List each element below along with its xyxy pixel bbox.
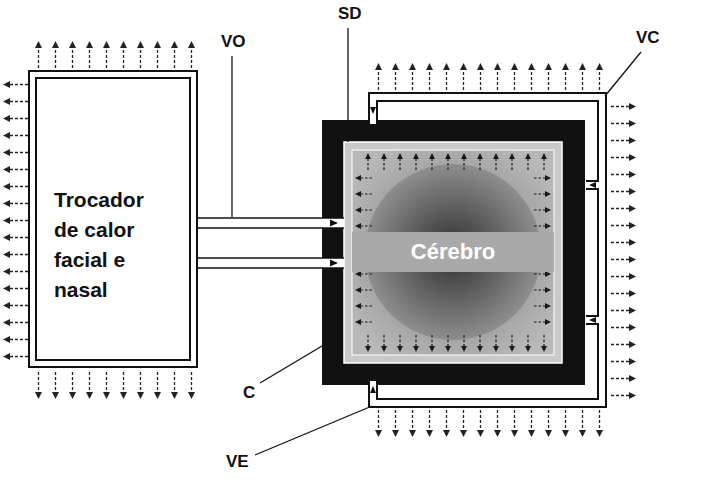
callout-label: SD — [338, 4, 362, 24]
heat-arrows-top — [30, 40, 200, 68]
heat-arrows-right — [611, 98, 637, 404]
heat-arrows-top — [370, 62, 608, 90]
heat-exchanger-box: Trocador de calor facial e nasal — [28, 70, 198, 368]
heat-arrows-left — [2, 76, 28, 365]
inner-arrows-bottom — [360, 335, 552, 353]
vein-tube — [198, 258, 344, 268]
brain-label: Cérebro — [344, 232, 562, 272]
brain-region: Cérebro — [344, 142, 562, 363]
callout-label: VC — [636, 28, 660, 48]
leader-lines — [232, 28, 641, 455]
inner-arrows-top — [360, 152, 552, 170]
heat-arrows-bottom — [30, 372, 200, 400]
skull-band — [322, 120, 585, 385]
callout-label: C — [243, 383, 255, 403]
callout-label: VE — [226, 452, 249, 472]
heat-arrows-bottom — [370, 410, 608, 438]
exchanger-label: Trocador de calor facial e nasal — [54, 185, 166, 305]
dura-layer — [344, 142, 562, 363]
vein-tube — [198, 218, 344, 228]
callout-label: VO — [221, 32, 246, 52]
